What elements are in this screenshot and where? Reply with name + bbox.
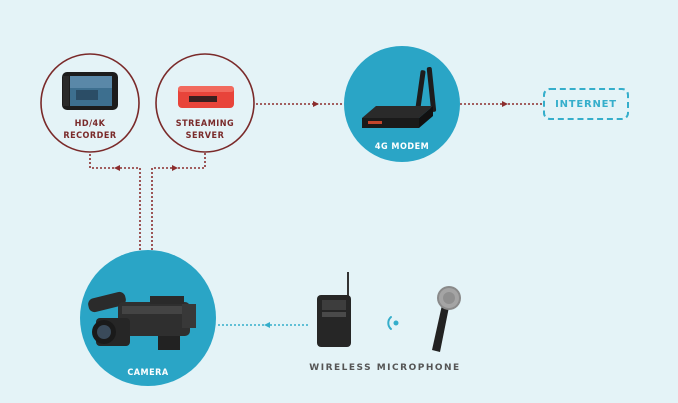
streaming-server-label: STREAMING SERVER bbox=[165, 118, 245, 142]
recorder-monitor-icon bbox=[62, 72, 118, 110]
wireless-microphone-label: WIRELESS MICROPHONE bbox=[309, 363, 461, 373]
modem-node bbox=[344, 46, 460, 162]
camcorder-icon bbox=[88, 291, 196, 350]
wireless-receiver-icon bbox=[317, 272, 351, 347]
streaming-server-label-line1: STREAMING bbox=[175, 119, 235, 129]
camera-node bbox=[80, 250, 216, 386]
camera-label: CAMERA bbox=[127, 368, 169, 378]
wireless-signal-icon bbox=[387, 316, 399, 330]
streaming-server-device-icon bbox=[178, 86, 234, 108]
internet-label: INTERNET bbox=[555, 98, 617, 110]
streaming-server-label-line2: SERVER bbox=[185, 131, 225, 141]
arrow-mic-to-camera bbox=[264, 322, 270, 328]
arrow-camera-to-recorder bbox=[114, 165, 120, 171]
modem-device-icon bbox=[362, 67, 437, 128]
internet-node: INTERNET bbox=[543, 88, 629, 120]
recorder-label: HD/4K RECORDER bbox=[50, 118, 130, 142]
connector-camera-to-recorder bbox=[89, 152, 141, 250]
recorder-label-line2: RECORDER bbox=[63, 131, 117, 141]
arrow-modem-to-internet bbox=[502, 101, 508, 107]
connectors bbox=[89, 101, 543, 328]
arrow-camera-to-server bbox=[172, 165, 178, 171]
recorder-node bbox=[40, 53, 140, 153]
microphone-icon bbox=[432, 286, 461, 352]
modem-label: 4G MODEM bbox=[374, 142, 430, 152]
recorder-label-line1: HD/4K bbox=[74, 119, 106, 129]
arrow-server-to-modem bbox=[313, 101, 319, 107]
connector-camera-to-server bbox=[151, 152, 206, 250]
streaming-server-node bbox=[155, 53, 255, 153]
